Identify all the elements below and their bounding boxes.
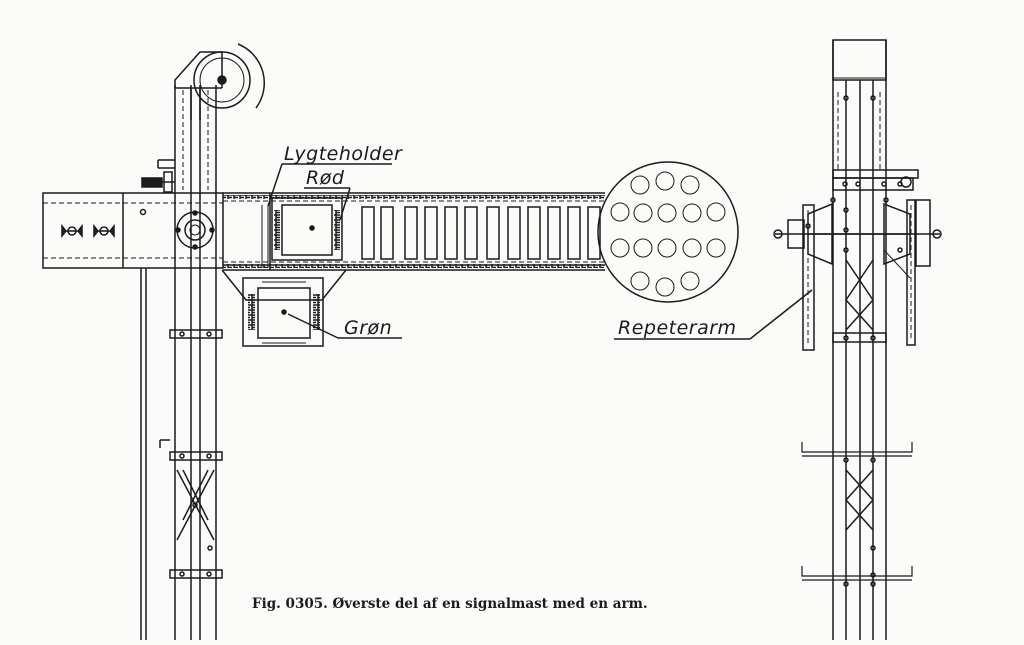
mast-posts — [140, 85, 217, 640]
label-lamp-holder: Lygteholder — [267, 143, 403, 207]
signal-arm — [42, 161, 739, 303]
wing-nut-right — [93, 223, 115, 239]
lamp-holder-label: Lygteholder — [284, 143, 403, 165]
red-label: Rød — [306, 167, 345, 189]
side-elevation: Repeterarm — [614, 39, 942, 640]
arm-disc — [597, 161, 739, 303]
front-elevation: Lygteholder Rød Grøn — [42, 43, 739, 640]
side-lattice — [843, 207, 876, 578]
arm-pivot-hub — [175, 210, 215, 250]
label-red: Rød — [304, 167, 351, 221]
arm-ribs — [361, 206, 601, 260]
green-label: Grøn — [344, 317, 392, 339]
bolt-bracket — [141, 159, 175, 193]
side-spindle — [773, 197, 942, 279]
side-posts — [832, 39, 887, 640]
ladder-steps — [801, 442, 913, 587]
mast-lattice — [176, 469, 215, 551]
green-lamp-holder — [221, 269, 347, 347]
repeater-arm-label: Repeterarm — [618, 317, 737, 339]
mast-cap-pulley — [174, 43, 266, 120]
label-repeater-arm: Repeterarm — [614, 289, 813, 340]
side-top-bracket — [832, 169, 919, 191]
label-green: Grøn — [287, 313, 402, 339]
red-lamp-holder — [261, 197, 343, 268]
mast-clamps — [159, 329, 223, 579]
repeater-arm — [802, 199, 916, 351]
figure-caption: Fig. 0305. Øverste del af en signalmast … — [252, 596, 648, 612]
side-clamps — [832, 332, 887, 343]
wing-nut-left — [61, 223, 83, 239]
